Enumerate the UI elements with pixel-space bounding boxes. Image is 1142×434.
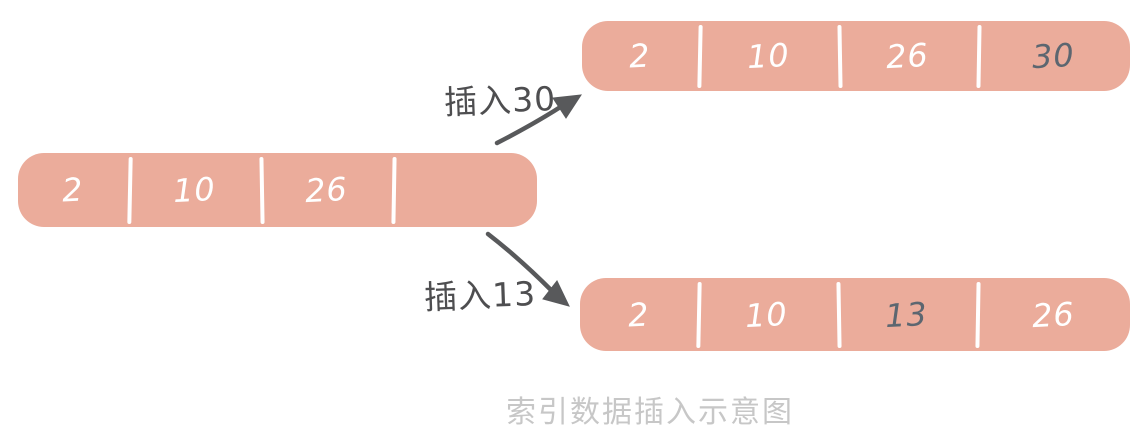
array-cell: 2 [580,278,697,351]
array-cell: 26 [838,21,977,91]
array-cell-value: 26 [303,169,349,211]
array-cell: 2 [18,153,128,227]
array-cell-value: 10 [744,294,790,335]
cell-divider [975,24,982,88]
array-cell-value-inserted: 30 [1030,35,1076,77]
array-cell: 2 [582,21,698,91]
array-cell-value: 26 [884,35,930,77]
array-cell-value: 2 [628,36,652,76]
source-array: 2 10 26 [18,153,537,227]
array-cell-inserted: 30 [977,21,1130,91]
insert-30-label: 插入30 [443,79,557,122]
cell-divider [391,156,397,224]
array-cell: 10 [128,153,260,227]
caption: 索引数据插入示意图 [506,395,794,430]
array-cell-value: 10 [171,169,217,211]
insert-13-label: 插入13 [423,274,537,317]
array-cell-value-inserted: 13 [884,294,929,335]
array-cell-inserted: 13 [837,278,976,351]
array-cell-value: 2 [61,170,85,210]
array-cell-value: 26 [1030,294,1076,335]
array-cell: 26 [976,278,1130,351]
array-cell-empty [392,153,537,227]
array-cell-value: 10 [745,35,791,77]
array-cell: 10 [698,21,838,91]
array-cell: 10 [697,278,837,351]
array-cell-value: 2 [626,294,650,335]
result-array-insert-13: 2 10 13 26 [580,278,1130,351]
array-cell: 26 [260,153,391,227]
result-array-insert-30: 2 10 26 30 [582,21,1130,91]
cell-divider [695,281,702,348]
